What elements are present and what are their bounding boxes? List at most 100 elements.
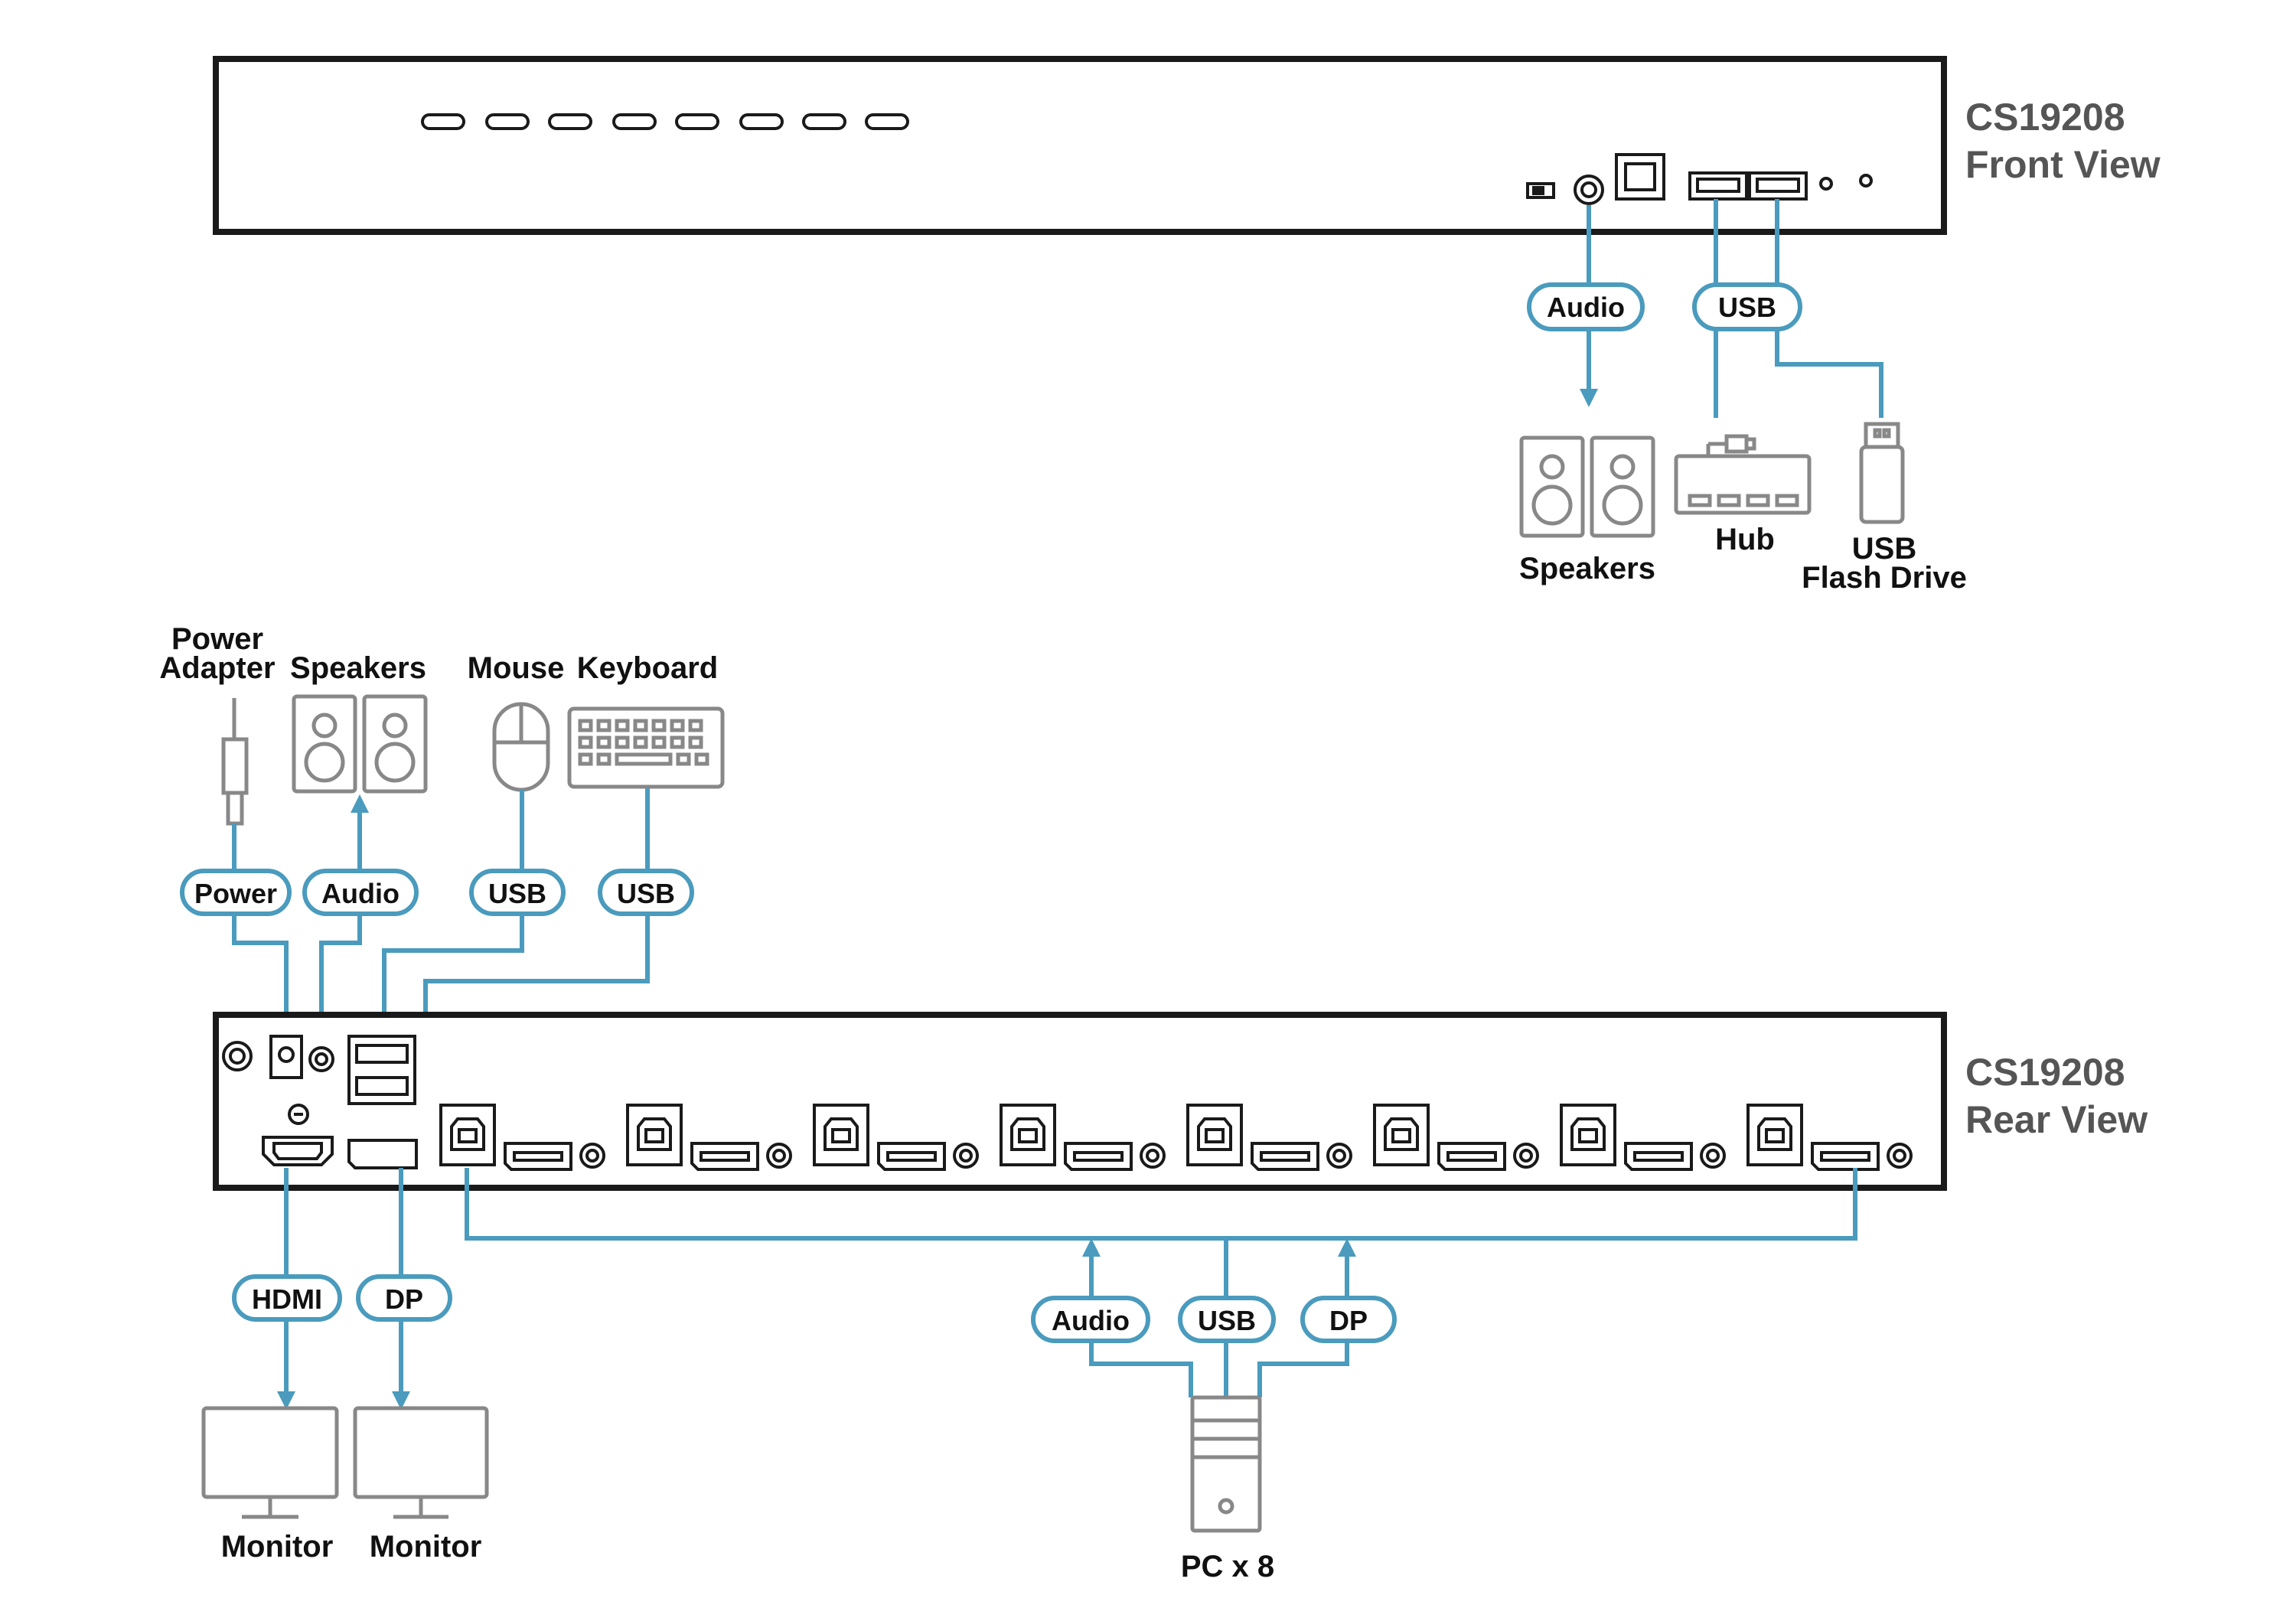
usb-b-tongue — [458, 1128, 478, 1143]
front-view-label: Front View — [1965, 143, 2161, 186]
pc-port-group — [439, 1104, 605, 1171]
rear-mouse-usb-pill: USB — [469, 869, 566, 916]
rear-dp-pill: DP — [356, 1274, 452, 1322]
displayport — [1437, 1142, 1506, 1171]
rear-speakers-label: Speakers — [290, 651, 426, 685]
usb-b-socket — [1010, 1117, 1045, 1151]
front-model-label: CS19208 — [1965, 96, 2125, 139]
monitor-1-label: Monitor — [221, 1530, 334, 1564]
audio-jack — [1513, 1143, 1539, 1169]
pc-audio-pill: Audio — [1031, 1296, 1150, 1343]
usb-b-port — [626, 1104, 683, 1166]
keyboard-label: Keyboard — [577, 651, 719, 685]
audio-jack — [1700, 1143, 1726, 1169]
displayport — [877, 1142, 946, 1171]
usb-b-socket — [637, 1117, 672, 1151]
svg-text:Audio: Audio — [1547, 292, 1625, 323]
usb-b-port — [1560, 1104, 1616, 1166]
pc-port-groups — [439, 1104, 1913, 1171]
pc-port-group — [1746, 1104, 1913, 1171]
monitor-1-icon — [201, 1406, 339, 1519]
displayport-slot — [1446, 1151, 1497, 1162]
usb-b-socket — [823, 1117, 859, 1151]
audio-jack — [1887, 1143, 1913, 1169]
usb-b-port — [1000, 1104, 1056, 1166]
audio-jack-center — [1519, 1149, 1533, 1163]
usb-b-socket — [1384, 1117, 1419, 1151]
rear-speakers-icon — [292, 694, 428, 794]
pc-usb-pill: USB — [1178, 1296, 1276, 1343]
keyboard-icon — [567, 706, 725, 789]
rear-audio-pill: Audio — [302, 869, 419, 916]
displayport — [504, 1142, 572, 1171]
displayport — [1811, 1142, 1880, 1171]
displayport — [1064, 1142, 1133, 1171]
hub-icon — [1674, 434, 1812, 515]
pc-port-group — [1560, 1104, 1726, 1171]
power-adapter-icon — [221, 698, 249, 826]
displayport-slot — [1260, 1151, 1310, 1162]
svg-text:USB: USB — [1198, 1305, 1256, 1336]
mouse-label: Mouse — [468, 651, 565, 685]
displayport — [1624, 1142, 1693, 1171]
power-adapter-label-line2: Adapter — [159, 651, 275, 685]
front-usb-pill: USB — [1692, 282, 1802, 331]
pc-port-group — [1186, 1104, 1352, 1171]
pc-port-group — [1373, 1104, 1539, 1171]
pc-label: PC x 8 — [1181, 1550, 1274, 1583]
audio-jack — [1326, 1143, 1352, 1169]
pc-port-group — [626, 1104, 792, 1171]
usb-b-tongue — [644, 1128, 664, 1143]
usb-b-tongue — [1205, 1128, 1225, 1143]
usb-b-tongue — [831, 1128, 851, 1143]
svg-text:USB: USB — [617, 878, 675, 909]
audio-jack — [579, 1143, 605, 1169]
audio-jack-center — [772, 1149, 786, 1163]
audio-jack-center — [959, 1149, 973, 1163]
front-speakers-icon — [1519, 435, 1655, 538]
usb-b-port — [813, 1104, 869, 1166]
displayport-slot — [1820, 1151, 1870, 1162]
svg-text:USB: USB — [1718, 292, 1776, 323]
front-cables — [1580, 199, 1883, 418]
rear-keyboard-usb-pill: USB — [598, 869, 694, 916]
usb-b-port — [439, 1104, 496, 1166]
usb-b-tongue — [1018, 1128, 1038, 1143]
displayport-slot — [700, 1151, 750, 1162]
rear-power-pill: Power — [180, 869, 292, 916]
mouse-icon — [492, 702, 550, 792]
audio-jack — [1140, 1143, 1166, 1169]
svg-text:USB: USB — [488, 878, 546, 909]
power-adapter-label-line1: Power — [171, 622, 263, 656]
svg-text:DP: DP — [1329, 1305, 1368, 1336]
svg-text:Power: Power — [194, 878, 277, 909]
front-port-leds — [421, 113, 909, 130]
hub-label: Hub — [1715, 523, 1775, 556]
displayport — [1251, 1142, 1319, 1171]
displayport-slot — [1073, 1151, 1124, 1162]
usb-b-tongue — [1765, 1128, 1785, 1143]
svg-text:Audio: Audio — [1052, 1305, 1130, 1336]
rear-model-label: CS19208 — [1965, 1051, 2125, 1094]
rear-view-label: Rear View — [1965, 1098, 2148, 1141]
pc-port-group — [813, 1104, 979, 1171]
usb-b-socket — [1197, 1117, 1232, 1151]
audio-jack-center — [1332, 1149, 1346, 1163]
displayport-slot — [513, 1151, 563, 1162]
audio-jack-center — [585, 1149, 599, 1163]
rear-bottom-cables — [277, 1168, 1857, 1410]
audio-jack-center — [1893, 1149, 1906, 1163]
svg-text:DP: DP — [385, 1283, 423, 1315]
svg-text:Audio: Audio — [321, 878, 400, 909]
usb-b-socket — [1570, 1117, 1606, 1151]
monitor-2-label: Monitor — [370, 1530, 482, 1564]
displayport-slot — [1633, 1151, 1684, 1162]
rear-top-cables — [232, 788, 650, 1090]
rear-console-ports — [222, 1035, 418, 1169]
svg-text:HDMI: HDMI — [252, 1283, 322, 1315]
usb-b-port — [1746, 1104, 1803, 1166]
audio-jack-center — [1146, 1149, 1159, 1163]
usb-b-socket — [1757, 1117, 1792, 1151]
rear-unit: CS19208 Rear View — [213, 1012, 2148, 1191]
